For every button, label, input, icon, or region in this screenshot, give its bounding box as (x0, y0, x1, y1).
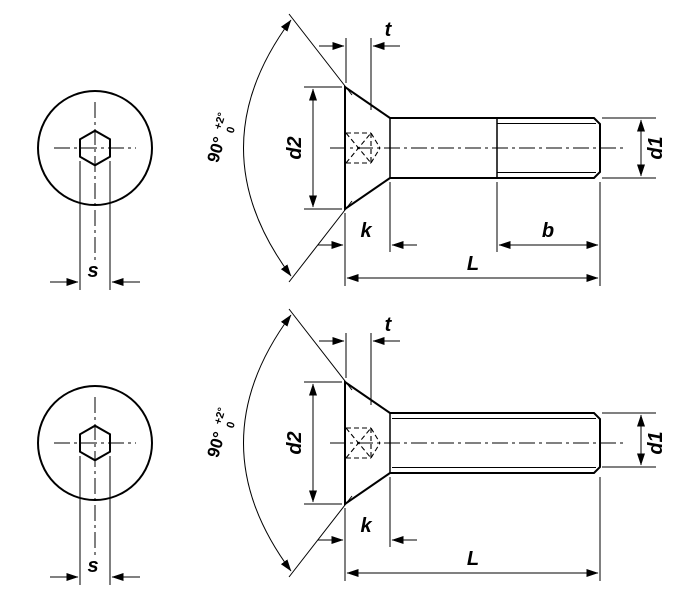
dimension-s: s (50, 456, 140, 585)
socket-point-hidden-line (370, 427, 381, 444)
label-s: s (87, 555, 98, 577)
angle-reference-line (288, 308, 353, 391)
label-t: t (385, 19, 393, 41)
label-L: L (467, 548, 479, 570)
label-k: k (360, 220, 372, 242)
label-L: L (467, 253, 479, 275)
side-view-bottom (330, 380, 626, 506)
angle-arc (243, 19, 292, 277)
angle-label-group: 90° +2° 0 (201, 108, 241, 167)
view-fully-threaded: s t (37, 308, 667, 585)
dimension-s: s (50, 161, 140, 290)
label-k: k (360, 515, 372, 537)
countersunk-head-outline (344, 85, 391, 211)
front-view-top: s (37, 90, 153, 290)
label-d2: d2 (284, 431, 306, 454)
socket-point-hidden-line (370, 442, 381, 459)
shank-outline (390, 412, 601, 474)
shank-outline (390, 117, 601, 179)
angle-arc (243, 314, 292, 572)
label-t: t (385, 314, 393, 336)
label-d2: d2 (284, 136, 306, 159)
dimension-d1: d1 (602, 412, 667, 468)
countersunk-head-outline (344, 380, 391, 506)
view-partially-threaded: s (37, 13, 667, 290)
label-angle: 90° (204, 429, 230, 459)
dimension-angle: 90° +2° 0 (201, 308, 353, 578)
dimension-angle: 90° +2° 0 (201, 13, 353, 283)
socket-point-hidden-line (370, 147, 381, 164)
label-angle-tol-lower: 0 (225, 125, 238, 134)
label-d1: d1 (645, 431, 667, 454)
angle-reference-line (288, 200, 353, 283)
dimension-t: t (319, 19, 400, 110)
label-b: b (542, 220, 554, 242)
socket-chamfer-hidden-line (345, 427, 372, 459)
dimension-d1: d1 (602, 117, 667, 179)
dimension-t: t (319, 314, 400, 405)
side-view-top (330, 85, 626, 211)
dimension-L: L (346, 477, 601, 581)
angle-label-group: 90° +2° 0 (201, 403, 241, 462)
front-view-bottom: s (37, 385, 153, 585)
hex-socket-hidden-lines (345, 427, 381, 459)
socket-point-hidden-line (370, 132, 381, 149)
dimension-k: k (318, 477, 417, 581)
angle-reference-line (288, 495, 353, 578)
socket-chamfer-hidden-line (345, 132, 372, 164)
dimension-k: k (318, 182, 417, 286)
dimension-b: b (496, 182, 599, 252)
label-d1: d1 (645, 136, 667, 159)
hex-socket-hidden-lines (345, 132, 381, 164)
label-angle-tol-lower: 0 (225, 420, 238, 429)
angle-reference-line (288, 13, 353, 96)
label-s: s (87, 260, 98, 282)
dimension-L: L (346, 182, 601, 286)
label-angle: 90° (204, 134, 230, 164)
